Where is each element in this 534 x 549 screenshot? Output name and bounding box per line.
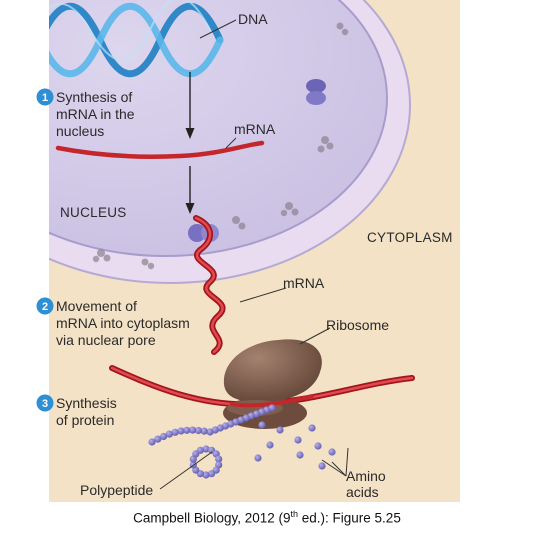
envelope-granules bbox=[92, 22, 349, 270]
mrna-strand-front bbox=[230, 394, 314, 408]
amino-acid bbox=[258, 421, 266, 429]
polypeptide-bead bbox=[208, 470, 216, 478]
step-1-line-1: Synthesis of bbox=[56, 89, 132, 105]
label-polypeptide: Polypeptide bbox=[80, 482, 153, 498]
step-2-line-2: mRNA into cytoplasm bbox=[56, 315, 190, 331]
label-mrna-cytoplasm: mRNA bbox=[283, 275, 325, 291]
step-1-line-3: nucleus bbox=[56, 123, 104, 139]
step-3-line-2: of protein bbox=[56, 412, 114, 428]
caption-prefix: Campbell Biology, 2012 (9 bbox=[133, 510, 291, 526]
flow-arrows bbox=[185, 72, 195, 214]
amino-acid bbox=[254, 454, 262, 462]
amino-acid bbox=[266, 441, 274, 449]
polypeptide-bead bbox=[171, 428, 179, 436]
polypeptide-bead bbox=[200, 427, 208, 435]
polypeptide-chain bbox=[148, 404, 276, 479]
label-leader-lines bbox=[159, 19, 349, 490]
polypeptide-bead bbox=[206, 428, 214, 436]
step-1: 1 Synthesis of mRNA in the nucleus bbox=[36, 88, 135, 139]
step-1-line-2: mRNA in the bbox=[56, 106, 135, 122]
step-2-line-1: Movement of bbox=[56, 298, 137, 314]
polypeptide-bead bbox=[154, 435, 162, 443]
step-2: 2 Movement of mRNA into cytoplasm via nu… bbox=[36, 297, 190, 348]
polypeptide-bead bbox=[189, 426, 197, 434]
polypeptide-bead bbox=[196, 446, 204, 454]
label-mrna-nucleus: mRNA bbox=[234, 121, 276, 137]
label-ribosome: Ribosome bbox=[326, 317, 389, 333]
step-2-number: 2 bbox=[42, 301, 48, 313]
mrna-ribbon-cytoplasm bbox=[193, 215, 226, 355]
amino-acid bbox=[318, 462, 326, 470]
label-nucleus: NUCLEUS bbox=[60, 205, 127, 220]
polypeptide-bead bbox=[160, 432, 168, 441]
polypeptide-bead bbox=[165, 430, 173, 438]
amino-acid bbox=[314, 442, 322, 450]
step-3: 3 Synthesis of protein bbox=[36, 394, 117, 428]
step-2-line-3: via nuclear pore bbox=[56, 332, 156, 348]
step-2-badge bbox=[36, 297, 54, 315]
label-dna: DNA bbox=[238, 11, 268, 27]
label-amino-acids-line2: acids bbox=[346, 484, 379, 500]
polypeptide-bead bbox=[215, 455, 223, 463]
figure-caption: Campbell Biology, 2012 (9th ed.): Figure… bbox=[0, 509, 534, 526]
step-1-number: 1 bbox=[42, 92, 48, 104]
label-amino-acids-line1: Amino bbox=[346, 468, 386, 484]
mrna-strand-nucleus bbox=[55, 140, 265, 159]
polypeptide-bead bbox=[194, 426, 202, 435]
amino-acid bbox=[308, 424, 316, 432]
amino-acid bbox=[296, 451, 304, 459]
polypeptide-bead bbox=[183, 426, 191, 434]
polypeptide-bead bbox=[202, 471, 210, 479]
step-3-line-1: Synthesis bbox=[56, 395, 117, 411]
amino-acid bbox=[328, 448, 336, 456]
step-3-number: 3 bbox=[42, 398, 48, 410]
step-3-badge bbox=[36, 394, 54, 412]
nucleus-interior bbox=[49, 0, 388, 257]
polypeptide-bead bbox=[202, 445, 210, 453]
amino-acid bbox=[294, 436, 302, 444]
free-amino-acids bbox=[254, 421, 336, 470]
polypeptide-bead bbox=[148, 438, 156, 446]
caption-suffix: ed.): Figure 5.25 bbox=[298, 510, 401, 526]
polypeptide-bead bbox=[177, 427, 185, 435]
caption-superscript: th bbox=[290, 509, 299, 519]
step-1-badge bbox=[36, 88, 54, 106]
label-cytoplasm: CYTOPLASM bbox=[367, 230, 453, 245]
nuclear-pore-top bbox=[306, 79, 326, 105]
amino-acid bbox=[276, 426, 284, 434]
